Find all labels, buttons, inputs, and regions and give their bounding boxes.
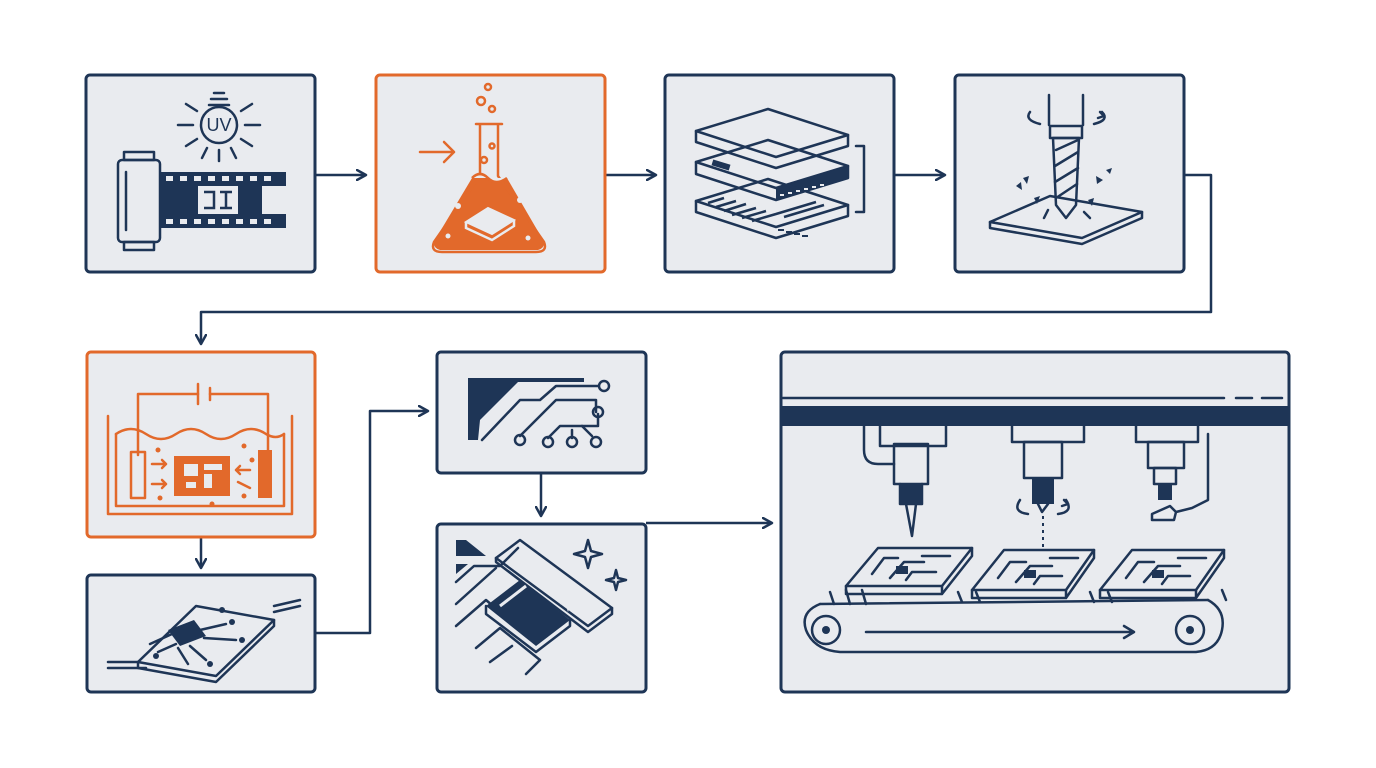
uv-exposure-film-icon: UV	[116, 91, 286, 252]
board-3	[1098, 548, 1226, 600]
board-2	[970, 548, 1096, 600]
chemical-flask-icon	[418, 82, 547, 254]
circuit-trace-pattern-icon	[468, 378, 611, 449]
assembly-conveyor-icon	[781, 396, 1289, 654]
step-9-card	[779, 350, 1291, 694]
step-3-card	[663, 73, 896, 274]
drill-bit-icon	[988, 93, 1144, 246]
step-1-card: UV	[84, 73, 317, 274]
step-8-card	[435, 522, 648, 694]
circuit-board-trace-icon	[106, 598, 302, 684]
step-6-card	[85, 573, 317, 694]
polished-pad-sparkle-icon	[454, 538, 628, 676]
board-1	[844, 546, 974, 596]
connectors	[201, 173, 1213, 635]
step-2-card	[374, 73, 607, 274]
connector-arrow	[201, 173, 1213, 344]
step-7-card	[435, 350, 648, 475]
uv-label: UV	[206, 115, 231, 135]
connector-arrow	[316, 411, 428, 635]
step-5-card	[85, 350, 317, 539]
step-4-card	[953, 73, 1186, 274]
layer-stack-icon	[694, 107, 866, 240]
electroplating-bath-icon	[106, 382, 294, 516]
